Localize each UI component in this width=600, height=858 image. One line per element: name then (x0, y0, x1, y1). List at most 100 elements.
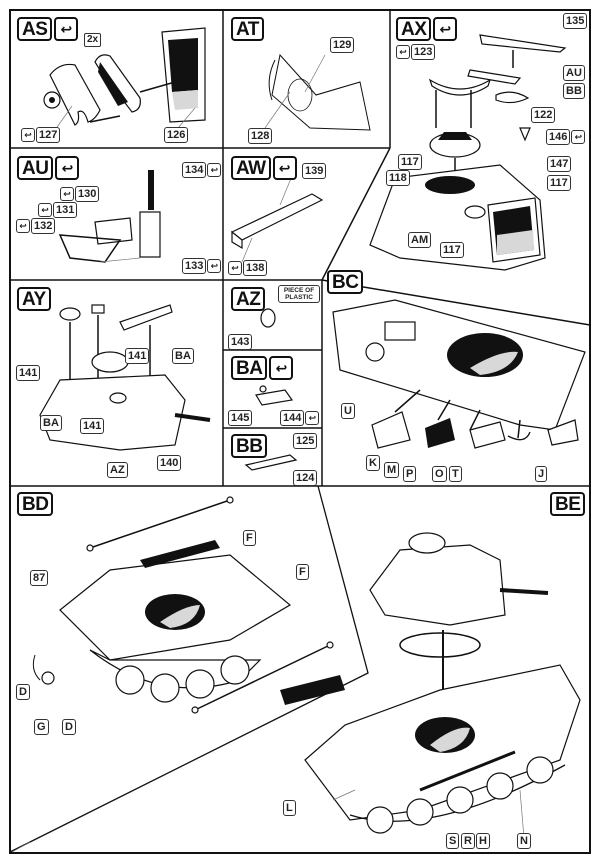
step-code: BD (17, 492, 54, 516)
part-number: BB (563, 83, 585, 99)
part-number: 117 (440, 242, 464, 258)
step-bd-header: BD (17, 492, 54, 516)
part-number: 133 (182, 258, 207, 274)
part-callout: 135 (563, 13, 588, 29)
part-callout: 129 (330, 37, 355, 53)
bc-drawing (332, 299, 586, 449)
part-number: G (34, 719, 49, 735)
step-code: BB (231, 434, 268, 458)
flip-icon: ↩ (269, 356, 294, 380)
part-number: 135 (563, 13, 588, 29)
part-callout: 139 (302, 163, 327, 179)
flip-icon: ↩ (54, 17, 79, 41)
part-callout: F (243, 530, 256, 546)
part-callout: 141 (16, 365, 41, 381)
aw-drawing (230, 175, 324, 263)
step-as-header: AS ↩ (17, 17, 79, 41)
part-number: D (62, 719, 76, 735)
part-number: 138 (243, 260, 268, 276)
part-number: BA (40, 415, 62, 431)
part-callout: ↩ 138 (228, 260, 268, 276)
part-number: 144 (280, 410, 305, 426)
part-number: 132 (31, 218, 56, 234)
be-drawing (304, 532, 581, 834)
part-number: AU (563, 65, 585, 81)
part-callout: R (461, 833, 475, 849)
part-callout: 117 (398, 154, 422, 170)
part-callout: L (283, 800, 296, 816)
flip-icon: ↩ (60, 187, 74, 201)
part-callout: BA (172, 348, 194, 364)
part-callout: G (34, 719, 49, 735)
leader-lines (11, 789, 525, 853)
part-callout: T (449, 466, 462, 482)
part-callout: 87 (30, 570, 49, 586)
part-number: 140 (157, 455, 182, 471)
ax-drawing (369, 34, 567, 271)
step-be-header: BE (550, 492, 586, 516)
part-callout: J (535, 466, 548, 482)
quantity-badge: 2x (84, 33, 102, 47)
part-callout: AZ (107, 462, 128, 478)
part-number: 134 (182, 162, 207, 178)
step-az-header: AZ (231, 287, 266, 311)
ba-drawing (255, 385, 294, 406)
part-callout: 143 (228, 334, 253, 350)
flip-icon: ↩ (55, 156, 80, 180)
step-code: AX (396, 17, 432, 41)
part-callout: 133 ↩ (182, 258, 222, 274)
part-number: P (403, 466, 417, 482)
part-number: N (517, 833, 531, 849)
part-callout: 117 (440, 242, 464, 258)
step-code: BC (327, 270, 364, 294)
flip-icon: ↩ (396, 45, 410, 59)
part-callout: BB (563, 83, 585, 99)
part-number: 118 (386, 170, 410, 186)
part-callout: O (432, 466, 447, 482)
divider-bc-diag (321, 279, 591, 326)
flip-icon: ↩ (21, 128, 35, 142)
part-number: 127 (36, 127, 61, 143)
part-number: S (446, 833, 460, 849)
step-code: BE (550, 492, 586, 516)
step-bc-header: BC (327, 270, 364, 294)
flip-icon: ↩ (207, 163, 222, 177)
part-callout: D (62, 719, 76, 735)
part-number: 125 (293, 433, 318, 449)
az-drawing (260, 308, 276, 328)
step-code: BA (231, 356, 268, 380)
flip-icon: ↩ (16, 219, 30, 233)
part-number: 126 (164, 127, 189, 143)
at-drawing (264, 53, 371, 131)
outer-border (9, 9, 591, 854)
part-callout: ↩ 123 (396, 44, 436, 60)
part-callout: 122 (531, 107, 556, 123)
part-callout: 140 (157, 455, 182, 471)
part-callout: 147 (547, 156, 572, 172)
part-callout: ↩ 132 (16, 218, 56, 234)
part-callout: 141 (80, 418, 105, 434)
part-callout: D (16, 684, 30, 700)
part-number: 130 (75, 186, 100, 202)
part-callout: 141 (125, 348, 150, 364)
flip-icon: ↩ (228, 261, 242, 275)
part-number: T (449, 466, 462, 482)
part-callout: 118 (386, 170, 410, 186)
part-number: 87 (30, 570, 49, 586)
part-callout: 125 (293, 433, 318, 449)
part-callout: 134 ↩ (182, 162, 222, 178)
part-callout: 124 (293, 470, 318, 486)
part-number: BA (172, 348, 194, 364)
part-callout: 146 ↩ (546, 129, 586, 145)
step-ay-header: AY (17, 287, 51, 311)
ay-drawing (39, 304, 211, 451)
part-number: 128 (248, 128, 273, 144)
step-bb-header: BB (231, 434, 268, 458)
part-number: 141 (16, 365, 41, 381)
part-number: O (432, 466, 447, 482)
part-number: F (243, 530, 256, 546)
au-drawing (58, 170, 161, 263)
divider-bd-be (9, 485, 369, 853)
